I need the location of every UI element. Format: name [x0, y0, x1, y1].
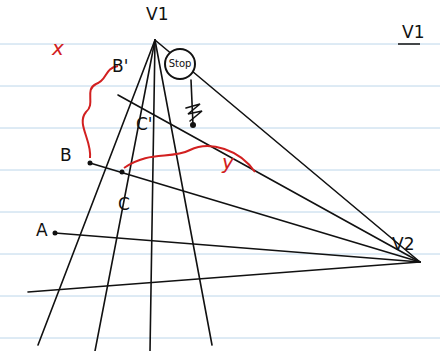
points — [53, 122, 197, 236]
vanishing-point-label: V2 — [392, 236, 414, 253]
length-label: y — [222, 152, 234, 172]
vanishing-lines — [28, 40, 420, 351]
length-label: x — [52, 38, 64, 58]
underline — [398, 43, 420, 45]
point-label: B — [60, 147, 72, 164]
sign-text: Stop — [169, 58, 192, 69]
point-label: C' — [136, 116, 153, 133]
point-label: C — [118, 196, 130, 213]
ruled-lines — [0, 44, 440, 338]
stop-sign: Stop — [164, 48, 197, 81]
point-label: A — [36, 222, 48, 239]
measure-brackets — [83, 66, 255, 172]
vanishing-point-label: V1 — [146, 6, 168, 23]
page-heading: V1 — [402, 24, 424, 41]
point-label: B' — [112, 58, 128, 75]
